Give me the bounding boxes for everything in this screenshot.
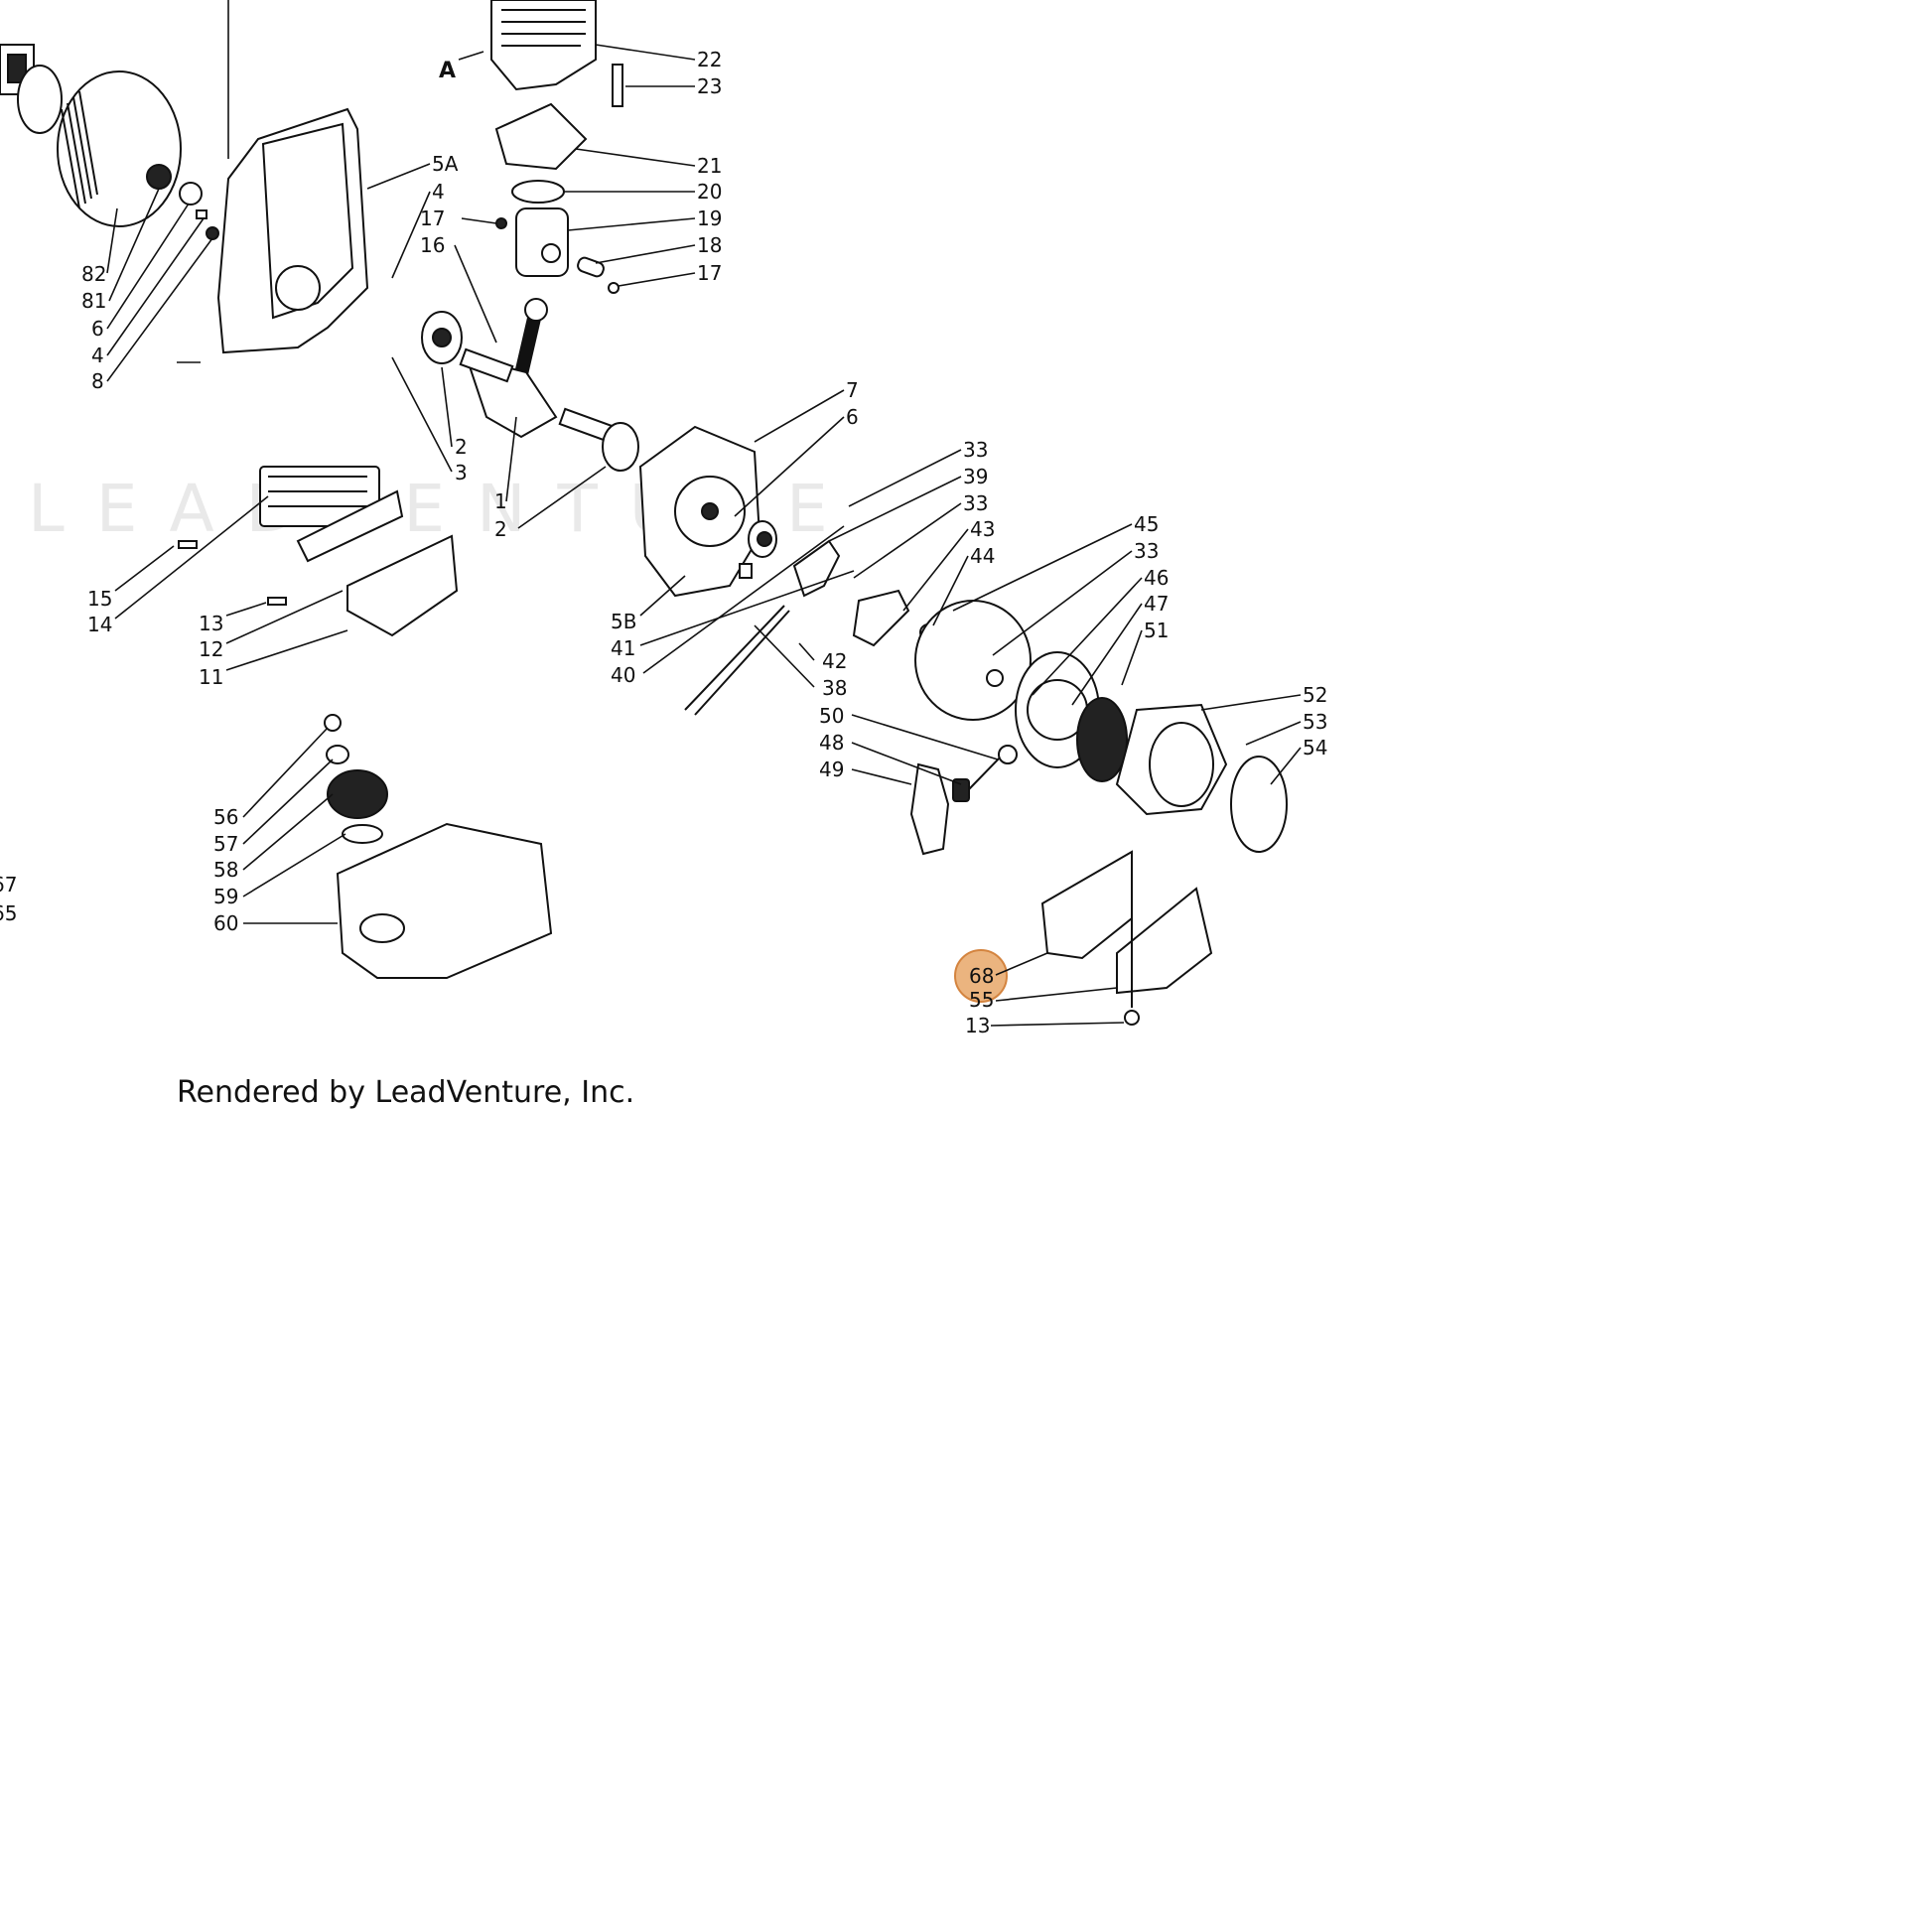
- part-label: 7: [846, 378, 859, 402]
- part-label: 33: [1134, 539, 1159, 563]
- part-label: 65: [0, 901, 17, 925]
- part-label: 5A: [432, 152, 459, 176]
- part-label: 51: [1144, 619, 1169, 642]
- callouts-starter: 33 39 33 43 44 45 33 46 47 51 52 53 54: [828, 438, 1327, 785]
- part-label: 6: [91, 317, 104, 341]
- part-label: 11: [199, 665, 223, 689]
- recoil-starter: [852, 589, 1288, 853]
- part-label: 46: [1144, 566, 1169, 590]
- crankcase-half-5b: [638, 425, 761, 598]
- part-label: 40: [611, 663, 635, 687]
- part-label: 15: [87, 587, 112, 611]
- part-label: 55: [969, 988, 994, 1012]
- callouts-top: 22 23 21 20 19 18 17 17: [420, 44, 722, 287]
- footer-credit: Rendered by LeadVenture, Inc.: [177, 1075, 635, 1110]
- part-label: 6: [846, 405, 859, 429]
- part-label: 52: [1303, 683, 1327, 707]
- part-label: 42: [822, 649, 847, 673]
- highlight-marker[interactable]: [954, 949, 1008, 1003]
- part-label: 17: [697, 261, 722, 285]
- view-label: A: [439, 59, 456, 83]
- cylinder: [490, 0, 623, 294]
- part-label: 39: [963, 465, 988, 488]
- callouts-fuel-tank: 56 57 58 59 60: [213, 727, 346, 935]
- part-label: 17: [420, 207, 445, 230]
- part-label: 4: [91, 344, 104, 367]
- part-label: 48: [819, 731, 844, 755]
- callouts-crankshaft: 2 3 1 2: [391, 356, 607, 541]
- starter-handle: [909, 745, 1018, 856]
- part-label: 58: [213, 858, 238, 882]
- part-label: 23: [697, 74, 722, 98]
- part-label: 13: [199, 612, 223, 635]
- part-label: 14: [87, 613, 112, 636]
- ignition-coil: [684, 520, 841, 716]
- part-label: 5B: [611, 610, 636, 633]
- part-label: 60: [213, 911, 238, 935]
- part-label: 82: [81, 262, 106, 286]
- part-label: 33: [963, 438, 988, 462]
- crankcase-half-5a: [216, 107, 369, 354]
- part-label: 22: [697, 48, 722, 71]
- part-label: 41: [611, 636, 635, 660]
- part-label: 8: [91, 369, 104, 393]
- part-label: 38: [822, 676, 847, 700]
- callouts-5b: 7 6 5B 41 40 42 38: [611, 378, 859, 700]
- callouts-flywheel: 82 81 6 4 8: [81, 188, 213, 393]
- flywheel-assembly: [0, 44, 219, 240]
- part-label: 47: [1144, 592, 1169, 616]
- crankshaft: [421, 298, 639, 472]
- part-label: 54: [1303, 736, 1327, 759]
- part-label: 1: [494, 489, 507, 513]
- part-label: 18: [697, 233, 722, 257]
- part-label: 43: [970, 517, 995, 541]
- part-label: 50: [819, 704, 844, 728]
- part-label: 67: [0, 873, 17, 897]
- fuel-tank: [324, 714, 553, 979]
- part-label: 44: [970, 544, 995, 568]
- part-label: 3: [455, 461, 468, 484]
- muffler-assembly: [178, 466, 459, 637]
- fan-shield: [1040, 850, 1213, 1026]
- part-label: 33: [963, 491, 988, 515]
- part-label: 53: [1303, 710, 1327, 734]
- part-label: 49: [819, 758, 844, 781]
- part-label: 19: [697, 207, 722, 230]
- part-label: 4: [432, 180, 445, 204]
- callouts-muffler: 15 14 13 12 11: [87, 495, 348, 689]
- part-label-highlighted[interactable]: 68: [969, 964, 994, 988]
- part-label: 12: [199, 637, 223, 661]
- part-label: 16: [420, 233, 445, 257]
- callouts-crankcase: 5A 4 16: [227, 0, 497, 344]
- part-label: 81: [81, 289, 106, 313]
- part-label: 45: [1134, 512, 1159, 536]
- part-label: 20: [697, 180, 722, 204]
- part-label: 21: [697, 154, 722, 178]
- part-label: 2: [494, 517, 507, 541]
- part-label: 57: [213, 832, 238, 856]
- callouts-shield: 68 55 13: [954, 949, 1125, 1037]
- part-label: 56: [213, 805, 238, 829]
- part-label: 59: [213, 885, 238, 908]
- part-label: 13: [965, 1014, 990, 1037]
- callouts-handle: 50 48 49: [819, 704, 999, 785]
- part-label: 2: [455, 435, 468, 459]
